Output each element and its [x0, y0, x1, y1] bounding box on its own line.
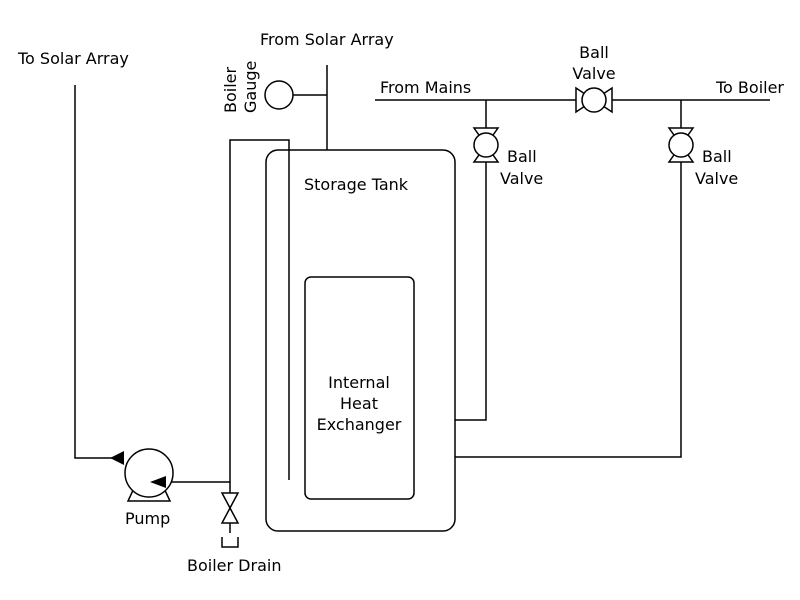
label-from-mains: From Mains: [380, 78, 471, 97]
ball-valve-top-icon: [575, 86, 613, 114]
label-ball-valve-right-line2: Valve: [695, 169, 738, 188]
flow-arrow-icon: [110, 451, 124, 465]
label-boiler-gauge-line1: Boiler: [221, 67, 240, 114]
label-ball-valve-top-line1: Ball: [579, 43, 609, 62]
boiler-gauge-icon: [264, 80, 294, 110]
label-to-boiler: To Boiler: [715, 78, 784, 97]
label-heat-exchanger-line3: Exchanger: [317, 415, 402, 434]
label-from-solar-array: From Solar Array: [260, 30, 394, 49]
pipe-to-solar-array: [74, 85, 112, 459]
label-boiler-gauge-line2: Gauge: [241, 61, 260, 113]
ball-valve-right-icon: [667, 127, 695, 163]
label-ball-valve-left-line2: Valve: [500, 169, 543, 188]
label-to-solar-array: To Solar Array: [17, 49, 129, 68]
label-ball-valve-left-line1: Ball: [507, 147, 537, 166]
pump-icon: [124, 448, 174, 502]
label-storage-tank: Storage Tank: [304, 175, 409, 194]
label-heat-exchanger-line2: Heat: [340, 394, 378, 413]
label-pump: Pump: [125, 509, 170, 528]
label-boiler-gauge: Boiler Gauge: [221, 61, 260, 113]
ball-valve-left-icon: [472, 127, 500, 163]
pipe-exchanger-to-boiler: [414, 100, 682, 458]
label-ball-valve-top-line2: Valve: [572, 64, 615, 83]
label-boiler-drain: Boiler Drain: [187, 556, 281, 575]
boiler-drain-valve-icon: [220, 492, 240, 548]
label-ball-valve-right-line1: Ball: [702, 147, 732, 166]
label-heat-exchanger-line1: Internal: [328, 373, 390, 392]
heat-exchanger: [304, 276, 415, 500]
